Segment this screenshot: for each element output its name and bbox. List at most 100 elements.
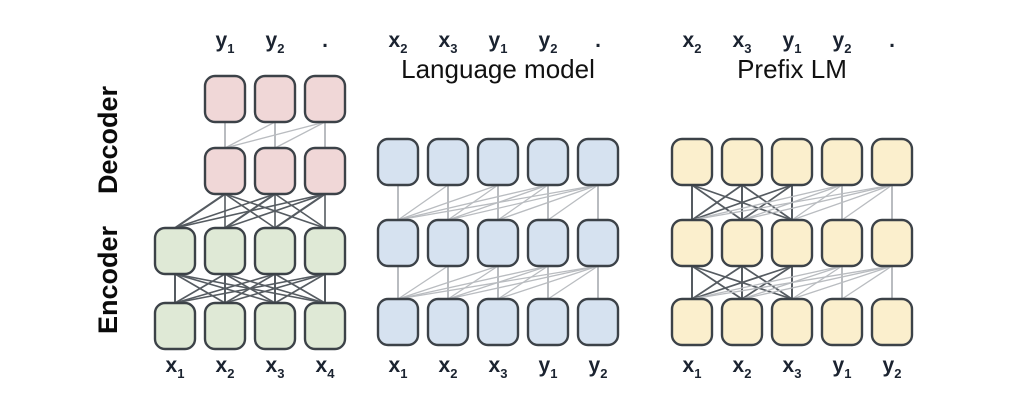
edge-plm-mid-to-plm-top bbox=[741, 184, 893, 221]
bottom-label-prefix-lm-0: x1 bbox=[683, 354, 702, 381]
edge-encoder-top-to-decoder-bottom bbox=[174, 193, 226, 229]
node-lm-top-0 bbox=[376, 137, 420, 187]
node-plm-mid-1 bbox=[720, 218, 764, 268]
edge-encoder-top-to-decoder-bottom bbox=[274, 193, 326, 229]
edge-plm-mid-to-plm-top bbox=[691, 184, 893, 221]
node-plm-bottom-3 bbox=[820, 297, 864, 347]
edge-lm-bottom-to-lm-mid bbox=[397, 265, 549, 300]
bottom-label-language-model-3: y1 bbox=[539, 354, 558, 381]
node-plm-bottom-1 bbox=[720, 297, 764, 347]
bottom-label-prefix-lm-1: x2 bbox=[733, 354, 752, 381]
top-label-encoder-decoder-0: y1 bbox=[216, 29, 235, 56]
bottom-label-language-model-0: x1 bbox=[389, 354, 408, 381]
edge-plm-mid-to-plm-top bbox=[791, 184, 893, 221]
edge-lm-mid-to-lm-top bbox=[497, 184, 599, 221]
node-lm-bottom-4 bbox=[576, 297, 620, 347]
node-encoder-top-0 bbox=[153, 226, 197, 276]
side-label-encoder: Encoder bbox=[93, 225, 123, 334]
edge-lm-bottom-to-lm-mid bbox=[447, 265, 599, 300]
node-encoder-bottom-1 bbox=[203, 301, 247, 351]
edge-lm-mid-to-lm-top bbox=[397, 184, 449, 221]
bottom-label-language-model-4: y2 bbox=[589, 354, 608, 381]
edge-decoder-bottom-to-decoder-top bbox=[224, 121, 276, 149]
edge-plm-bottom-to-plm-mid bbox=[841, 265, 893, 300]
node-lm-mid-3 bbox=[526, 218, 570, 268]
bottom-label-language-model-2: x3 bbox=[489, 354, 508, 381]
top-label-prefix-lm-3: y2 bbox=[833, 29, 852, 56]
edge-decoder-bottom-to-decoder-top bbox=[224, 121, 326, 149]
node-plm-bottom-0 bbox=[670, 297, 714, 347]
edge-lm-mid-to-lm-top bbox=[447, 184, 599, 221]
node-encoder-top-2 bbox=[253, 226, 297, 276]
node-plm-mid-4 bbox=[870, 218, 914, 268]
node-encoder-bottom-2 bbox=[253, 301, 297, 351]
node-encoder-bottom-3 bbox=[303, 301, 347, 351]
node-plm-top-3 bbox=[820, 137, 864, 187]
node-plm-top-1 bbox=[720, 137, 764, 187]
top-label-encoder-decoder-1: y2 bbox=[266, 29, 285, 56]
bottom-label-prefix-lm-4: y2 bbox=[883, 354, 902, 381]
top-label-prefix-lm-4: . bbox=[889, 29, 895, 52]
edge-plm-mid-to-plm-top bbox=[691, 184, 793, 221]
node-lm-top-4 bbox=[576, 137, 620, 187]
node-lm-mid-4 bbox=[576, 218, 620, 268]
node-lm-top-1 bbox=[426, 137, 470, 187]
node-plm-bottom-4 bbox=[870, 297, 914, 347]
node-lm-top-2 bbox=[476, 137, 520, 187]
edge-encoder-top-to-decoder-bottom bbox=[224, 193, 326, 229]
top-label-language-model-3: y2 bbox=[539, 29, 558, 56]
node-encoder-top-1 bbox=[203, 226, 247, 276]
node-decoder-bottom-0 bbox=[203, 146, 247, 196]
edge-lm-bottom-to-lm-mid bbox=[497, 265, 599, 300]
node-plm-bottom-2 bbox=[770, 297, 814, 347]
bottom-label-prefix-lm-2: x3 bbox=[783, 354, 802, 381]
top-label-language-model-4: . bbox=[595, 29, 601, 52]
edge-plm-bottom-to-plm-mid bbox=[691, 265, 743, 300]
top-label-language-model-1: x3 bbox=[439, 29, 458, 56]
edge-plm-bottom-to-plm-mid bbox=[691, 265, 793, 300]
edge-lm-mid-to-lm-top bbox=[547, 184, 599, 221]
connection-edges bbox=[174, 121, 893, 304]
edge-plm-bottom-to-plm-mid bbox=[691, 265, 893, 300]
edge-lm-bottom-to-lm-mid bbox=[397, 265, 449, 300]
edge-encoder-bottom-to-encoder-top bbox=[174, 273, 276, 304]
edge-lm-bottom-to-lm-mid bbox=[397, 265, 599, 300]
node-boxes bbox=[153, 74, 914, 351]
node-lm-mid-0 bbox=[376, 218, 420, 268]
panel-title-prefix-lm: Prefix LM bbox=[737, 54, 847, 84]
edge-encoder-bottom-to-encoder-top bbox=[174, 273, 226, 304]
bottom-label-encoder-decoder-0: x1 bbox=[166, 354, 185, 381]
node-plm-mid-2 bbox=[770, 218, 814, 268]
node-lm-mid-2 bbox=[476, 218, 520, 268]
top-label-prefix-lm-1: x3 bbox=[733, 29, 752, 56]
edge-decoder-bottom-to-decoder-top bbox=[274, 121, 326, 149]
node-decoder-bottom-2 bbox=[303, 146, 347, 196]
node-lm-bottom-0 bbox=[376, 297, 420, 347]
node-encoder-top-3 bbox=[303, 226, 347, 276]
node-decoder-top-1 bbox=[253, 74, 297, 124]
node-lm-bottom-1 bbox=[426, 297, 470, 347]
edge-encoder-bottom-to-encoder-top bbox=[224, 273, 326, 304]
edge-plm-bottom-to-plm-mid bbox=[791, 265, 893, 300]
edge-encoder-top-to-decoder-bottom bbox=[174, 193, 276, 229]
edge-lm-mid-to-lm-top bbox=[397, 184, 599, 221]
bottom-label-encoder-decoder-3: x4 bbox=[316, 354, 336, 381]
edge-plm-mid-to-plm-top bbox=[691, 184, 743, 221]
node-plm-mid-3 bbox=[820, 218, 864, 268]
node-lm-bottom-3 bbox=[526, 297, 570, 347]
bottom-label-encoder-decoder-1: x2 bbox=[216, 354, 235, 381]
top-label-language-model-0: x2 bbox=[389, 29, 408, 56]
node-lm-mid-1 bbox=[426, 218, 470, 268]
top-label-prefix-lm-2: y1 bbox=[783, 29, 802, 56]
bottom-label-prefix-lm-3: y1 bbox=[833, 354, 852, 381]
node-decoder-bottom-1 bbox=[253, 146, 297, 196]
node-decoder-top-0 bbox=[203, 74, 247, 124]
edge-encoder-bottom-to-encoder-top bbox=[274, 273, 326, 304]
edge-plm-mid-to-plm-top bbox=[691, 184, 843, 221]
node-plm-top-0 bbox=[670, 137, 714, 187]
node-plm-top-4 bbox=[870, 137, 914, 187]
edge-lm-bottom-to-lm-mid bbox=[397, 265, 499, 300]
node-plm-mid-0 bbox=[670, 218, 714, 268]
